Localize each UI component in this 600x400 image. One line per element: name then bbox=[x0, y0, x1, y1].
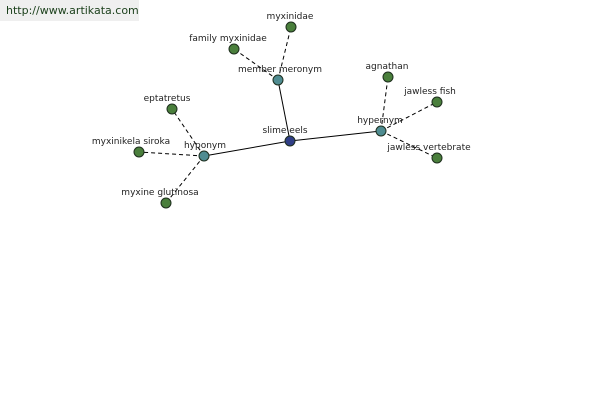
node-label-hyponym[interactable]: hyponym bbox=[184, 141, 226, 151]
edge-hyponym-to-myxine-glutinosa bbox=[165, 155, 205, 204]
edge-hypernym-to-agnathan bbox=[380, 76, 389, 132]
edge-hyponym-to-eptatretus bbox=[171, 108, 205, 157]
node-jawless-vertebrate[interactable] bbox=[431, 152, 443, 164]
node-label-family-myxinidae[interactable]: family myxinidae bbox=[189, 34, 267, 44]
node-jawless-fish[interactable] bbox=[431, 96, 443, 108]
edge-member-meronym-to-myxinidae bbox=[277, 26, 292, 81]
node-myxinidae[interactable] bbox=[285, 21, 297, 33]
edge-slime-eels-to-hypernym bbox=[289, 130, 382, 142]
edge-member-meronym-to-family-myxinidae bbox=[233, 48, 279, 81]
node-label-myxinidae[interactable]: myxinidae bbox=[267, 12, 314, 22]
graph-nodes bbox=[133, 21, 443, 209]
node-label-hypernym[interactable]: hypernym bbox=[357, 116, 403, 126]
node-member-meronym[interactable] bbox=[272, 74, 284, 86]
graph-edges bbox=[138, 26, 438, 204]
node-agnathan[interactable] bbox=[382, 71, 394, 83]
node-label-jawless-vertebrate[interactable]: jawless vertebrate bbox=[386, 143, 471, 153]
node-slime-eels[interactable] bbox=[284, 135, 296, 147]
node-label-jawless-fish[interactable]: jawless fish bbox=[403, 87, 456, 97]
node-hyponym[interactable] bbox=[198, 150, 210, 162]
node-myxinikela-siroka[interactable] bbox=[133, 146, 145, 158]
edge-slime-eels-to-hyponym bbox=[203, 140, 291, 157]
node-label-agnathan[interactable]: agnathan bbox=[366, 62, 409, 72]
site-watermark: http://www.artikata.com bbox=[0, 0, 139, 21]
node-eptatretus[interactable] bbox=[166, 103, 178, 115]
node-label-slime-eels[interactable]: slime eels bbox=[262, 126, 307, 136]
node-family-myxinidae[interactable] bbox=[228, 43, 240, 55]
node-label-member-meronym[interactable]: member meronym bbox=[238, 65, 322, 75]
node-label-myxine-glutinosa[interactable]: myxine glutinosa bbox=[121, 188, 198, 198]
edge-hypernym-to-jawless-fish bbox=[380, 101, 438, 132]
graph-labels: slime eels member meronym hypernym hyponym m… bbox=[92, 12, 471, 198]
edge-hyponym-to-myxinikela-siroka bbox=[138, 151, 205, 157]
edge-slime-eels-to-member-meronym bbox=[277, 79, 291, 142]
node-myxine-glutinosa[interactable] bbox=[160, 197, 172, 209]
edge-hypernym-to-jawless-vertebrate bbox=[380, 130, 438, 159]
node-label-myxinikela-siroka[interactable]: myxinikela siroka bbox=[92, 137, 170, 147]
node-hypernym[interactable] bbox=[375, 125, 387, 137]
node-label-eptatretus[interactable]: eptatretus bbox=[144, 94, 191, 104]
